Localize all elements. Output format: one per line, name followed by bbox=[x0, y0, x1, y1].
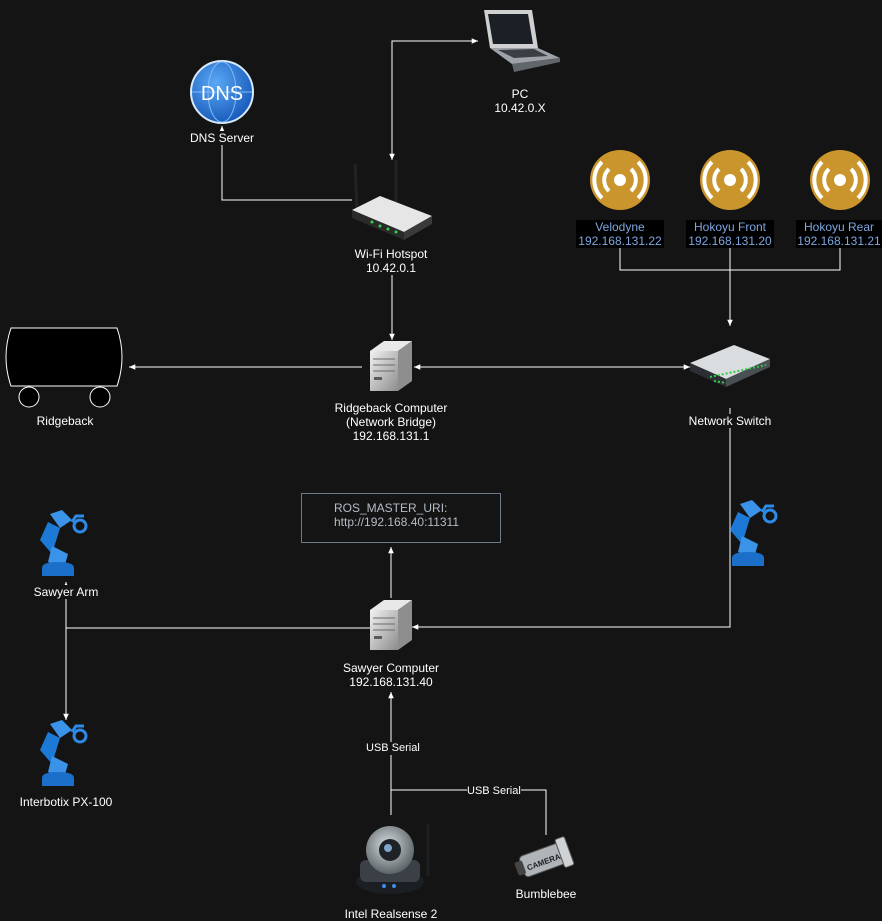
edge-wifi-pc bbox=[389, 38, 478, 160]
wifi-name: Wi-Fi Hotspot bbox=[341, 247, 441, 261]
velodyne-name: Velodyne bbox=[576, 220, 664, 234]
dns-icon: DNS bbox=[190, 60, 254, 124]
ridgeback-computer-server-icon bbox=[369, 340, 413, 392]
hokuyo-front-label: Hokoyu Front 192.168.131.20 bbox=[686, 220, 774, 248]
velodyne-label: Velodyne 192.168.131.22 bbox=[576, 220, 664, 248]
edge-bumblebee-bus bbox=[391, 789, 547, 835]
wifi-label: Wi-Fi Hotspot 10.42.0.1 bbox=[341, 247, 441, 275]
usb-serial-label-2: USB Serial bbox=[467, 785, 521, 798]
ridgeback-computer-role: (Network Bridge) bbox=[326, 415, 456, 429]
network-switch-label: Network Switch bbox=[680, 414, 780, 428]
dns-name: DNS Server bbox=[172, 131, 272, 145]
ridgeback-computer-name: Ridgeback Computer bbox=[326, 401, 456, 415]
dns-icon-text: DNS bbox=[201, 83, 243, 105]
bumblebee-camera-icon: CAMERA bbox=[514, 836, 575, 878]
network-switch-icon bbox=[690, 345, 770, 387]
hokuyo-rear-icon bbox=[808, 148, 872, 212]
realsense-camera-icon bbox=[356, 824, 430, 894]
wifi-ip: 10.42.0.1 bbox=[341, 261, 441, 275]
sawyer-arm-name: Sawyer Arm bbox=[16, 585, 116, 599]
ridgeback-label: Ridgeback bbox=[15, 414, 115, 428]
hokuyo-front-ip: 192.168.131.20 bbox=[686, 234, 774, 248]
sawyer-computer-server-icon bbox=[369, 599, 413, 651]
ridgeback-computer-label: Ridgeback Computer (Network Bridge) 192.… bbox=[326, 401, 456, 443]
interbotix-arm-icon bbox=[38, 718, 88, 788]
sawyer-arm-icon bbox=[38, 508, 88, 578]
switch-side-arm-icon bbox=[728, 498, 778, 568]
usb-serial-label-1: USB Serial bbox=[366, 742, 420, 755]
pc-label: PC 10.42.0.X bbox=[480, 87, 560, 115]
bumblebee-label: Bumblebee bbox=[496, 887, 596, 901]
hokuyo-front-name: Hokoyu Front bbox=[686, 220, 774, 234]
dns-label: DNS Server bbox=[172, 131, 272, 145]
pc-name: PC bbox=[480, 87, 560, 101]
interbotix-name: Interbotix PX-100 bbox=[6, 795, 126, 809]
ros-master-line1: ROS_MASTER_URI: bbox=[334, 501, 448, 515]
bumblebee-name: Bumblebee bbox=[496, 887, 596, 901]
hokuyo-front-icon bbox=[698, 148, 762, 212]
hokuyo-rear-ip: 192.168.131.21 bbox=[796, 234, 882, 248]
ridgeback-icon bbox=[5, 327, 123, 408]
network-switch-name: Network Switch bbox=[680, 414, 780, 428]
router-icon bbox=[352, 160, 432, 240]
ridgeback-computer-ip: 192.168.131.1 bbox=[326, 429, 456, 443]
interbotix-label: Interbotix PX-100 bbox=[6, 795, 126, 809]
velodyne-icon bbox=[588, 148, 652, 212]
hokuyo-rear-label: Hokoyu Rear 192.168.131.21 bbox=[796, 220, 882, 248]
pc-ip: 10.42.0.X bbox=[480, 101, 560, 115]
ros-master-text: ROS_MASTER_URI: http://192.168.40:11311 bbox=[334, 501, 459, 529]
ros-master-line2: http://192.168.40:11311 bbox=[334, 515, 459, 529]
hokuyo-rear-name: Hokoyu Rear bbox=[796, 220, 882, 234]
velodyne-ip: 192.168.131.22 bbox=[576, 234, 664, 248]
ridgeback-name: Ridgeback bbox=[15, 414, 115, 428]
sawyer-arm-label: Sawyer Arm bbox=[16, 585, 116, 599]
realsense-label: Intel Realsense 2 bbox=[331, 907, 451, 921]
sawyer-computer-label: Sawyer Computer 192.168.131.40 bbox=[331, 661, 451, 689]
edge-wifi-dns bbox=[219, 126, 352, 201]
sawyer-computer-name: Sawyer Computer bbox=[331, 661, 451, 675]
edge-switch-sawyer-computer bbox=[412, 408, 731, 630]
connections bbox=[63, 38, 841, 835]
laptop-icon bbox=[484, 10, 560, 72]
sawyer-computer-ip: 192.168.131.40 bbox=[331, 675, 451, 689]
realsense-name: Intel Realsense 2 bbox=[331, 907, 451, 921]
ros-master-note: ROS_MASTER_URI: http://192.168.40:11311 bbox=[301, 493, 501, 543]
